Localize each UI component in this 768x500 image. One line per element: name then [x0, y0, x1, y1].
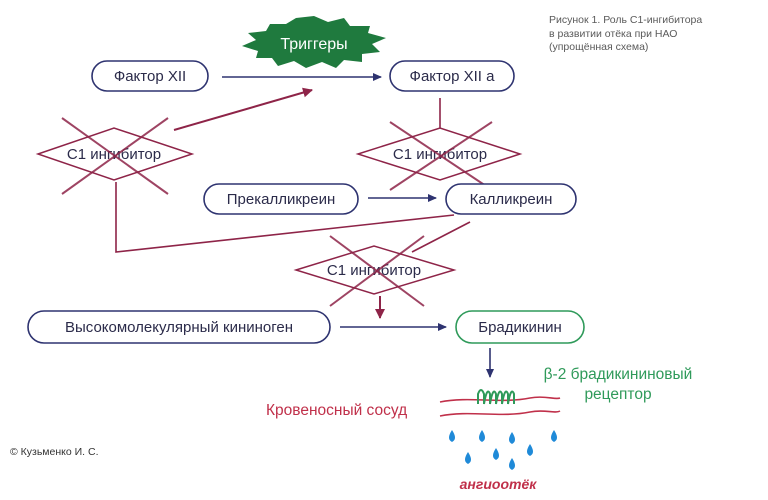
- caption-line-2: в развитии отёка при НАО: [549, 27, 678, 40]
- c1-inhibitor-lower-label: С1 ингибитор: [327, 262, 421, 279]
- kininogen-node: Высокомолекулярный кининоген: [27, 310, 331, 344]
- receptor-icon: [477, 389, 515, 405]
- receptor-label-line-1: β-2 брадикининовый: [544, 366, 693, 383]
- connector-kallikrein-to-c1: [411, 221, 471, 253]
- drop-icon: [509, 432, 515, 444]
- triggers-node: Триггеры: [242, 16, 386, 68]
- kallikrein-box: [445, 183, 577, 215]
- kininogen-box: [27, 310, 331, 344]
- drop-icon: [449, 430, 455, 442]
- drop-icon: [479, 430, 485, 442]
- triggers-label: Триггеры: [280, 36, 347, 53]
- factor-xii-box: [91, 60, 209, 92]
- kininogen-label: Высокомолекулярный кининоген: [65, 319, 293, 336]
- vessel-wall-bottom: [439, 410, 561, 417]
- c1-inhibitor-lower-cross-2: [329, 235, 425, 307]
- drop-icon: [509, 458, 515, 470]
- prekallikrein-node: Прекалликреин: [203, 183, 359, 215]
- factor-xii-label: Фактор XII: [114, 68, 186, 85]
- copyright: © Кузьменко И. С.: [10, 446, 99, 458]
- kallikrein-node: Калликреин: [445, 183, 577, 215]
- factor-xiia-label: Фактор XII a: [410, 68, 496, 85]
- receptor-label-line-2: рецептор: [584, 386, 651, 403]
- drop-icon: [493, 448, 499, 460]
- figure-caption: Рисунок 1. Роль С1-ингибитора в развитии…: [549, 14, 764, 55]
- arrow-c1-left-to-activation: [173, 87, 313, 131]
- bradykinin-node: Брадикинин: [455, 310, 585, 344]
- factor-xiia-box: [389, 60, 515, 92]
- prekallikrein-box: [203, 183, 359, 215]
- prekallikrein-label: Прекалликреин: [227, 191, 336, 208]
- bradykinin-label: Брадикинин: [478, 319, 562, 336]
- fluid-drops: [449, 430, 557, 470]
- vessel-wall-top: [439, 396, 561, 403]
- c1-inhibitor-lower-node: С1 ингибитор: [293, 235, 457, 307]
- feedback-line-c1-to-kallikrein: [115, 182, 455, 253]
- c1-inhibitor-middle-cross-2: [389, 121, 493, 191]
- factor-xiia-node: Фактор XII a: [389, 60, 515, 92]
- drop-icon: [527, 444, 533, 456]
- blood-vessel-label: Кровеносный сосуд: [266, 402, 407, 419]
- triggers-starburst: [242, 16, 386, 68]
- factor-xii-node: Фактор XII: [91, 60, 209, 92]
- c1-inhibitor-left-node: С1 ингибитор: [35, 117, 195, 195]
- kallikrein-label: Калликреин: [470, 191, 553, 208]
- caption-line-1: Рисунок 1. Роль С1-ингибитора: [549, 14, 703, 26]
- c1-inhibitor-middle-node: С1 ингибитор: [355, 98, 523, 191]
- drop-icon: [465, 452, 471, 464]
- angioedema-label: ангиоотёк: [460, 476, 538, 492]
- bradykinin-box: [455, 310, 585, 344]
- caption-line-3: (упрощённая схема): [549, 41, 649, 53]
- c1-inhibitor-left-cross-2: [61, 117, 169, 195]
- drop-icon: [551, 430, 557, 442]
